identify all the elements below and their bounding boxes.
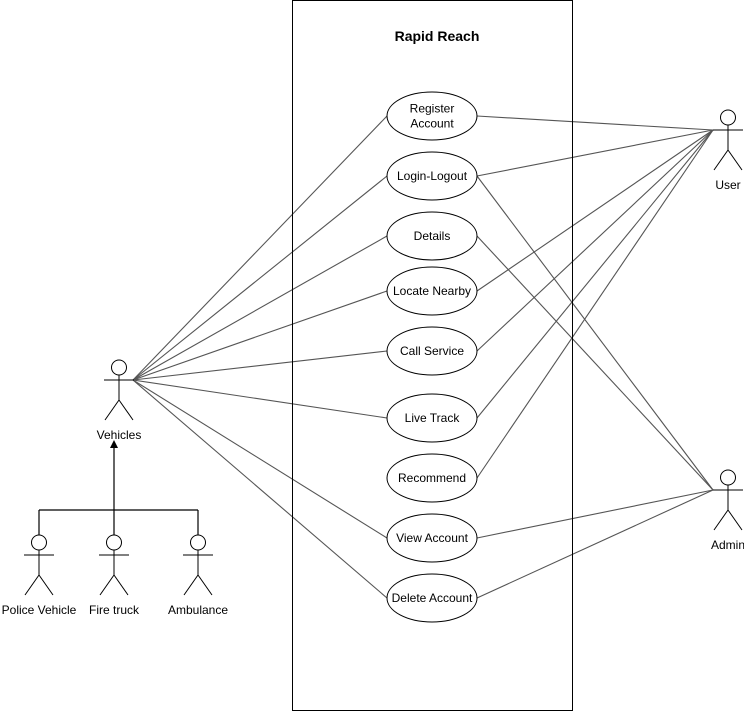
- actor-icon: [99, 534, 129, 596]
- actor-icon: [104, 359, 134, 421]
- actor-icon: [183, 534, 213, 596]
- association-user-uc-register: [476, 115, 714, 131]
- use-case-label: Login-Logout: [397, 169, 468, 183]
- system-title: Rapid Reach: [395, 28, 480, 44]
- association-vehicles-uc-view: [132, 379, 388, 539]
- use-case-ellipse: [386, 151, 478, 201]
- actor-label: Admin: [711, 538, 744, 552]
- use-case-label: Details: [414, 229, 451, 243]
- association-admin-uc-login: [476, 175, 714, 491]
- association-user-uc-login: [476, 129, 714, 177]
- association-user-uc-track: [476, 129, 714, 419]
- use-case-ellipse: [386, 513, 478, 563]
- actor-admin: Admin: [711, 469, 744, 552]
- use-cases: RegisterAccountLogin-LogoutDetailsLocate…: [386, 91, 478, 623]
- association-admin-uc-details: [476, 235, 714, 491]
- use-case-login[interactable]: Login-Logout: [386, 151, 478, 201]
- use-case-ellipse: [386, 326, 478, 376]
- actor-police: Police Vehicle: [2, 534, 77, 617]
- actor-label: Vehicles: [97, 428, 142, 442]
- association-vehicles-uc-track: [132, 379, 388, 419]
- actor-label: Fire truck: [89, 603, 140, 617]
- actor-user: User: [713, 109, 743, 192]
- association-vehicles-uc-locate: [132, 290, 388, 381]
- actor-ambulance: Ambulance: [168, 534, 228, 617]
- use-case-ellipse: [386, 573, 478, 623]
- actor-fire: Fire truck: [89, 534, 140, 617]
- actor-vehicles: Vehicles: [97, 359, 142, 442]
- actor-label: User: [715, 178, 740, 192]
- association-vehicles-uc-login: [132, 175, 388, 381]
- use-case-recommend[interactable]: Recommend: [386, 453, 478, 503]
- use-case-label: Register: [410, 102, 455, 116]
- use-case-label: Recommend: [398, 471, 466, 485]
- generalization-lines: [38, 440, 199, 536]
- actor-icon: [24, 534, 54, 596]
- use-case-label: Live Track: [405, 411, 461, 425]
- use-case-ellipse: [386, 393, 478, 443]
- association-admin-uc-delete: [476, 489, 714, 599]
- use-case-details[interactable]: Details: [386, 211, 478, 261]
- use-case-label: Delete Account: [392, 591, 473, 605]
- actor-icon: [713, 469, 743, 531]
- association-vehicles-uc-call: [132, 350, 388, 381]
- use-case-label: Account: [410, 117, 454, 131]
- use-case-ellipse: [386, 266, 478, 316]
- association-vehicles-uc-delete: [132, 379, 388, 599]
- actor-icon: [713, 109, 743, 171]
- use-case-view[interactable]: View Account: [386, 513, 478, 563]
- actor-label: Police Vehicle: [2, 603, 77, 617]
- use-case-label: View Account: [396, 531, 468, 545]
- association-user-uc-locate: [476, 129, 714, 292]
- use-case-track[interactable]: Live Track: [386, 393, 478, 443]
- use-case-ellipse: [386, 91, 478, 141]
- use-case-label: Locate Nearby: [393, 284, 471, 298]
- association-lines: [132, 115, 714, 599]
- association-user-uc-call: [476, 129, 714, 352]
- association-user-uc-recommend: [476, 129, 714, 479]
- use-case-ellipse: [386, 453, 478, 503]
- association-admin-uc-view: [476, 489, 714, 539]
- association-vehicles-uc-details: [132, 235, 388, 381]
- association-vehicles-uc-register: [132, 115, 388, 381]
- use-case-delete[interactable]: Delete Account: [386, 573, 478, 623]
- actor-label: Ambulance: [168, 603, 228, 617]
- use-case-call[interactable]: Call Service: [386, 326, 478, 376]
- use-case-ellipse: [386, 211, 478, 261]
- use-case-locate[interactable]: Locate Nearby: [386, 266, 478, 316]
- use-case-label: Call Service: [400, 344, 464, 358]
